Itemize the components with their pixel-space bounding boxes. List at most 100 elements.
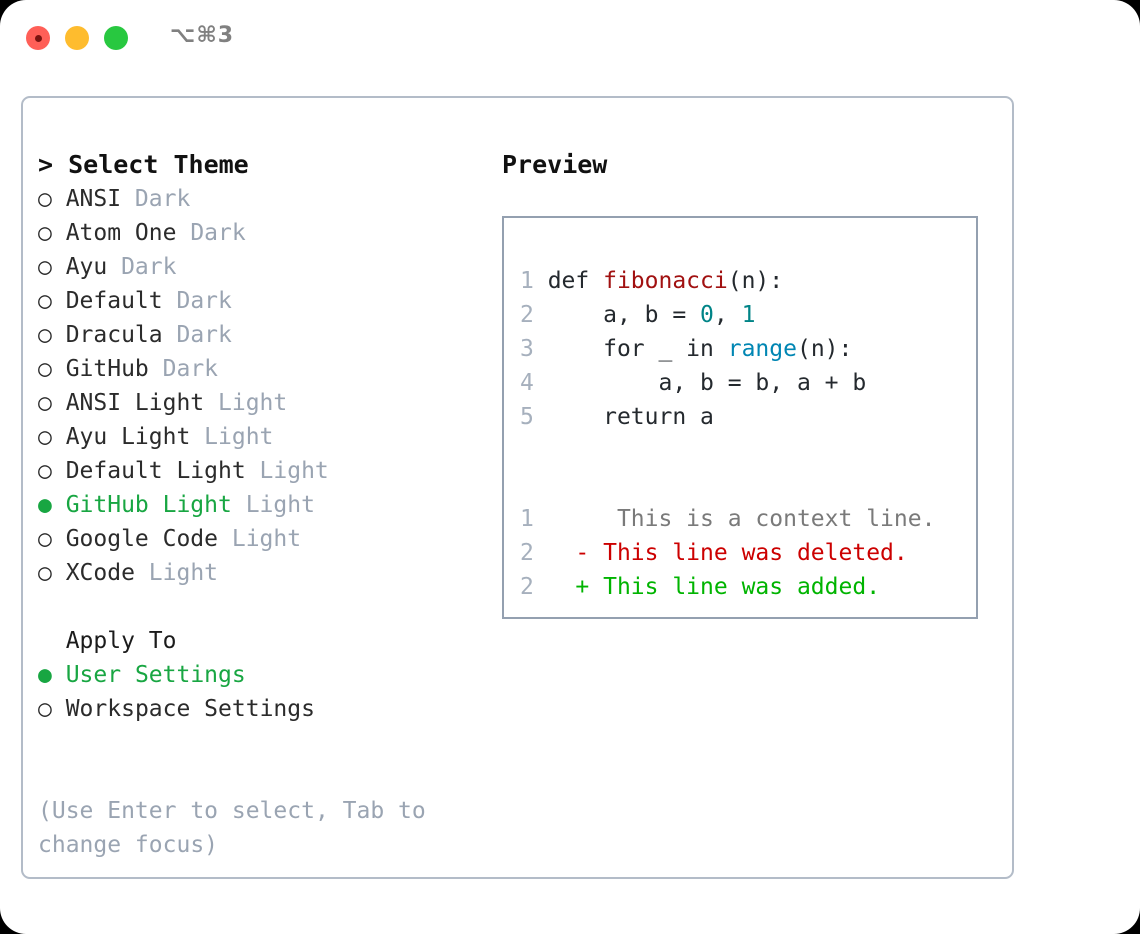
- theme-variant-badge: Dark: [176, 322, 232, 348]
- diff-text: This line was deleted.: [589, 540, 908, 566]
- theme-variant-badge: Dark: [121, 254, 177, 280]
- gutter-space: [534, 336, 548, 362]
- spacer: [52, 284, 66, 318]
- diff-line-add: 2 + This line was added.: [520, 570, 976, 604]
- spacer: [107, 250, 121, 284]
- theme-name: Atom One: [65, 220, 177, 246]
- spacer: [135, 556, 149, 590]
- code-token-plain: for _ in: [547, 336, 728, 362]
- gutter-space: [534, 370, 548, 396]
- code-token-plain: return a: [547, 404, 714, 430]
- code-diff-spacer: [520, 434, 976, 468]
- theme-list: ○ ANSI Dark○ Atom One Dark○ Ayu Dark○ De…: [38, 182, 478, 590]
- theme-item-ansi[interactable]: ○ ANSI Dark: [38, 182, 478, 216]
- theme-name: Default: [65, 288, 163, 314]
- apply-to-item-workspace-settings[interactable]: ○ Workspace Settings: [38, 692, 478, 726]
- theme-item-github[interactable]: ○ GitHub Dark: [38, 352, 478, 386]
- theme-name: Ayu Light: [65, 424, 191, 450]
- theme-item-dracula[interactable]: ○ Dracula Dark: [38, 318, 478, 352]
- spacer: [190, 420, 204, 454]
- apply-to-heading: Apply To: [65, 628, 177, 654]
- code-token-fn: fibonacci: [603, 268, 728, 294]
- code-token-num: 1: [741, 302, 756, 328]
- diff-sample: 1 This is a context line.2 - This line w…: [520, 502, 976, 604]
- maximize-window-icon[interactable]: [104, 26, 128, 50]
- spacer: [52, 420, 66, 454]
- radio-unselected-icon: ○: [38, 424, 52, 450]
- spacer: [176, 216, 190, 250]
- theme-name: Default Light: [65, 458, 246, 484]
- spacer: [232, 488, 246, 522]
- spacer: [218, 522, 232, 556]
- theme-variant-badge: Light: [148, 560, 219, 586]
- theme-variant-badge: Dark: [134, 186, 191, 212]
- theme-item-default[interactable]: ○ Default Dark: [38, 284, 478, 318]
- spacer: [52, 386, 66, 420]
- preview-heading: Preview: [502, 150, 608, 179]
- code-line: 1 def fibonacci(n):: [520, 264, 976, 298]
- theme-item-default-light[interactable]: ○ Default Light Light: [38, 454, 478, 488]
- spacer: [149, 352, 163, 386]
- theme-name: GitHub Light: [65, 492, 232, 518]
- gutter-space: [534, 574, 576, 600]
- diff-marker: [575, 506, 589, 532]
- radio-selected-icon: ●: [38, 492, 52, 518]
- theme-name: ANSI: [65, 186, 122, 212]
- line-number: 3: [520, 336, 534, 362]
- select-theme-heading: > Select Theme: [38, 150, 249, 179]
- window-controls: [26, 26, 128, 50]
- radio-unselected-icon: ○: [38, 288, 52, 314]
- spacer: [52, 250, 66, 284]
- apply-to-label: Workspace Settings: [65, 696, 315, 722]
- theme-variant-badge: Dark: [190, 220, 246, 246]
- radio-unselected-icon: ○: [38, 356, 52, 382]
- theme-item-ansi-light[interactable]: ○ ANSI Light Light: [38, 386, 478, 420]
- spacer: [52, 662, 66, 688]
- spacer: [52, 454, 66, 488]
- theme-item-xcode[interactable]: ○ XCode Light: [38, 556, 478, 590]
- apply-to-item-user-settings[interactable]: ● User Settings: [38, 658, 478, 692]
- diff-marker: +: [575, 574, 590, 600]
- theme-name: ANSI Light: [65, 390, 205, 416]
- theme-variant-badge: Dark: [176, 288, 232, 314]
- spacer: [52, 696, 66, 722]
- theme-name: Dracula: [65, 322, 163, 348]
- close-window-icon[interactable]: [26, 26, 50, 50]
- keyboard-hint-text: (Use Enter to select, Tab to change focu…: [38, 798, 426, 858]
- theme-name: GitHub: [65, 356, 149, 382]
- theme-item-ayu[interactable]: ○ Ayu Dark: [38, 250, 478, 284]
- code-token-plain: a, b = b, a + b: [547, 370, 867, 396]
- theme-item-atom-one[interactable]: ○ Atom One Dark: [38, 216, 478, 250]
- spacer: [52, 556, 66, 590]
- radio-unselected-icon: ○: [38, 322, 52, 348]
- minimize-window-icon[interactable]: [65, 26, 89, 50]
- spacer: [52, 352, 66, 386]
- theme-item-ayu-light[interactable]: ○ Ayu Light Light: [38, 420, 478, 454]
- code-token-plain: (n):: [796, 336, 853, 362]
- spacer: [121, 182, 135, 216]
- gutter-space: [534, 268, 548, 294]
- spacer: [52, 318, 66, 352]
- theme-variant-badge: Light: [231, 526, 302, 552]
- line-number: 2: [520, 540, 534, 566]
- spacer: [163, 318, 177, 352]
- radio-unselected-icon: ○: [38, 220, 52, 246]
- theme-item-google-code[interactable]: ○ Google Code Light: [38, 522, 478, 556]
- theme-item-github-light[interactable]: ● GitHub Light Light: [38, 488, 478, 522]
- apply-to-label: User Settings: [65, 662, 246, 688]
- code-line: 5 return a: [520, 400, 976, 434]
- theme-variant-badge: Light: [259, 458, 329, 484]
- radio-unselected-icon: ○: [38, 560, 52, 586]
- spacer: [204, 386, 218, 420]
- line-number: 2: [520, 574, 534, 600]
- preview-column: Preview 1 def fibonacci(n):2 a, b = 0, 1…: [502, 148, 992, 619]
- radio-unselected-icon: ○: [38, 390, 52, 416]
- gutter-space: [534, 506, 576, 532]
- line-number: 1: [520, 506, 534, 532]
- theme-name: XCode: [65, 560, 135, 586]
- code-token-plain: ,: [713, 302, 742, 328]
- diff-line-del: 2 - This line was deleted.: [520, 536, 976, 570]
- code-token-plain: def: [547, 268, 604, 294]
- code-token-call: range: [727, 336, 797, 362]
